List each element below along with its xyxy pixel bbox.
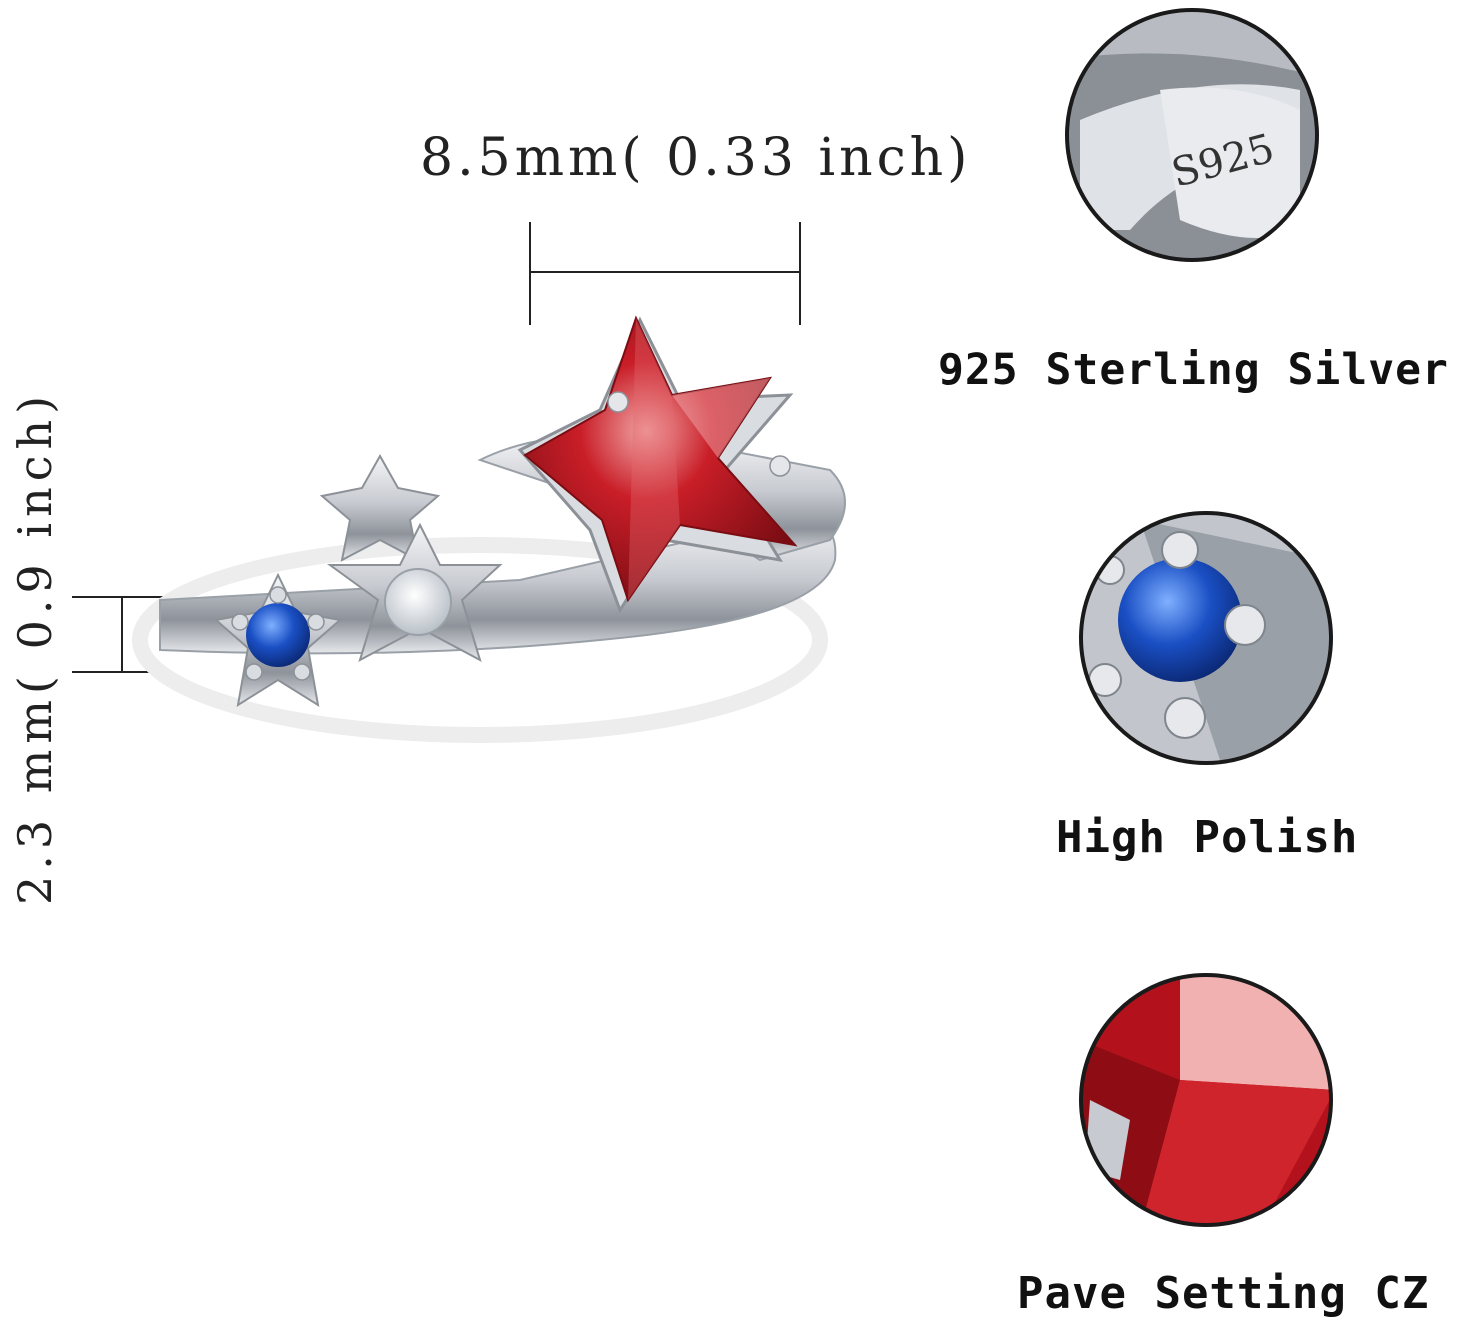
pave-setting-cz-caption: Pave Setting CZ: [1017, 1268, 1430, 1319]
blue-stone-prongs: [231, 586, 325, 681]
red-star-stone: [523, 315, 798, 603]
high-polish-closeup: [1079, 511, 1333, 765]
high-polish-caption: High Polish: [1056, 812, 1359, 863]
red-star-prongs: [607, 391, 791, 477]
small-silver-star: [319, 453, 441, 562]
pave-cz-closeup: [1079, 973, 1333, 1227]
width-dimension-label: 8.5mm( 0.33 inch): [420, 128, 972, 188]
sterling-silver-closeup: S925: [1065, 8, 1319, 262]
white-cz-stone: [384, 568, 452, 636]
width-dimension-bracket: [529, 222, 801, 325]
blue-stone: [246, 603, 310, 667]
height-dimension-label: 2.3 mm( 0.9 inch): [8, 389, 62, 905]
sterling-silver-caption: 925 Sterling Silver: [938, 345, 1449, 395]
